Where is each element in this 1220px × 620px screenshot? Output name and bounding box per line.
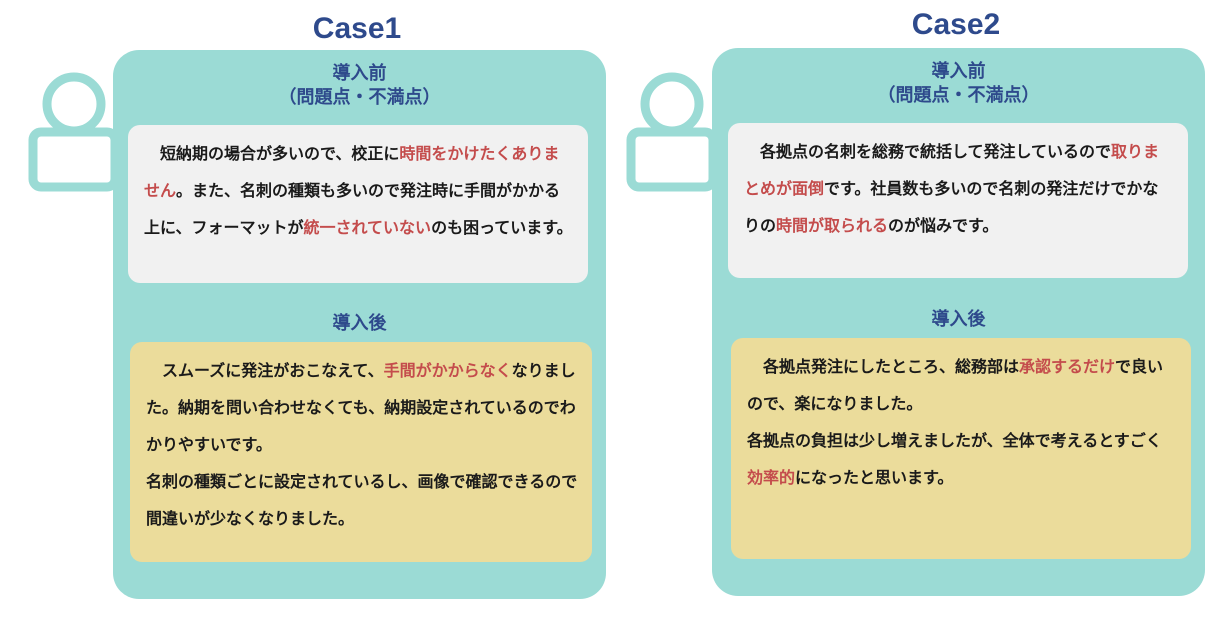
body-text: なりました。納期を問い合わせなくても、納期設定されているのでわかりやすいです。 — [146, 361, 576, 454]
highlighted-text: 時間をかけたくありません — [144, 144, 560, 200]
highlighted-text: 手間がかからなく — [383, 361, 512, 380]
highlighted-text: 時間が取られる — [776, 216, 889, 235]
body-text: のも困っています。 — [431, 218, 573, 237]
highlighted-text: 効率的 — [747, 468, 796, 487]
body-text: 各拠点の負担は少し増えましたが、全体で考えるとすごく — [747, 431, 1162, 450]
case2-before-text: 各拠点の名刺を総務で統括して発注しているので取りまとめが面倒です。社員数も多いの… — [728, 123, 1188, 278]
body-text: 名刺の種類ごとに設定されているし、画像で確認できるので間違いが少なくなりました。 — [146, 472, 578, 528]
body-text: 短納期の場合が多いので、校正に — [144, 144, 400, 163]
highlighted-text: 統一されていない — [303, 218, 432, 237]
case1-card: 導入前 （問題点・不満点） 短納期の場合が多いので、校正に時間をかけたくありませ… — [113, 50, 606, 599]
case1-after-text: スムーズに発注がおこなえて、手間がかからなくなりました。納期を問い合わせなくても… — [130, 342, 592, 562]
body-text: です。社員数も多いので名刺の発注だけでかなりの — [744, 179, 1159, 235]
body-text: スムーズに発注がおこなえて、 — [146, 361, 384, 380]
case2-card: 導入前 （問題点・不満点） 各拠点の名刺を総務で統括して発注しているので取りまと… — [712, 48, 1205, 596]
body-text: 。また、名刺の種類も多いので発注時に手間がかかる上に、フォーマットが — [144, 181, 561, 237]
body-text: 各拠点の名刺を総務で統括して発注しているので — [744, 142, 1112, 161]
case2-before-title: 導入前 — [931, 61, 986, 82]
case2-title: Case2 — [911, 8, 1001, 41]
case2-after-title: 導入後 — [931, 309, 986, 330]
case1-before-text: 短納期の場合が多いので、校正に時間をかけたくありません。また、名刺の種類も多いの… — [128, 125, 588, 283]
case1-title: Case1 — [312, 12, 402, 45]
body-text: 各拠点発注にしたところ、総務部は — [747, 357, 1020, 376]
body-text: のが悩みです。 — [888, 216, 999, 235]
body-text: になったと思います。 — [795, 468, 954, 487]
highlighted-text: 承認するだけ — [1019, 357, 1116, 376]
case2-after-text: 各拠点発注にしたところ、総務部は承認するだけで良いので、楽になりました。各拠点の… — [731, 338, 1191, 559]
case1-after-title: 導入後 — [332, 313, 387, 334]
highlighted-text: 取りまとめが面倒 — [744, 142, 1160, 198]
case1-before-subtitle: （問題点・不満点） — [278, 87, 441, 108]
body-text: で良いので、楽になりました。 — [747, 357, 1164, 413]
case2-before-subtitle: （問題点・不満点） — [877, 85, 1040, 106]
case1-before-title: 導入前 — [332, 63, 387, 84]
